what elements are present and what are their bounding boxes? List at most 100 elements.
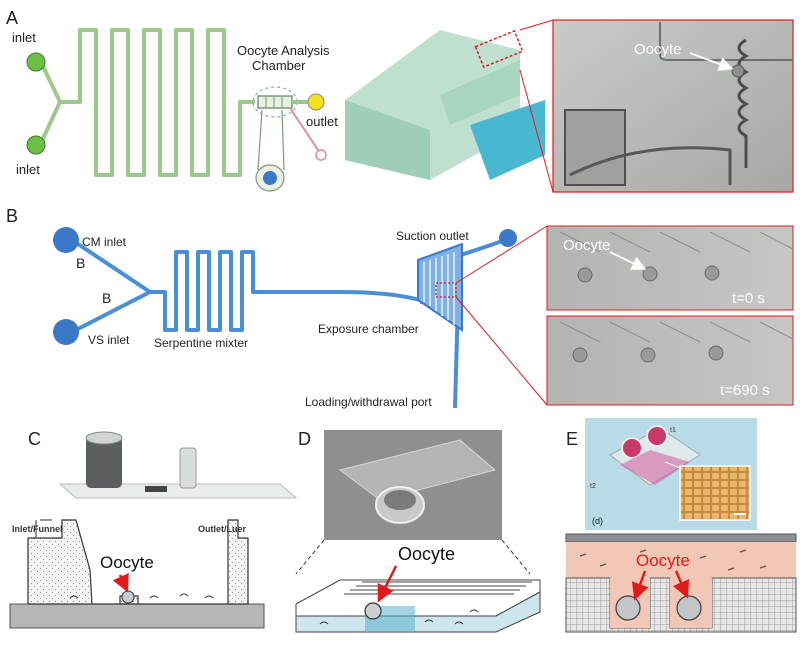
exposure-chamber xyxy=(417,242,463,332)
chamber-label-line1: Oocyte Analysis xyxy=(237,43,330,58)
chamber-label-line2: Chamber xyxy=(252,58,306,73)
micrograph-a-block xyxy=(564,109,626,186)
serpentine-mixer xyxy=(150,250,421,332)
device-photo-d-well-inner xyxy=(384,490,416,510)
chip-3d-blue-block xyxy=(470,100,545,180)
zoom-region-b xyxy=(435,282,457,298)
panel-b: B CM inlet B B VS inlet Serpentine mixte… xyxy=(6,206,794,409)
device-photo-c xyxy=(58,431,298,499)
micrograph-b-bottom-oocyte-1 xyxy=(572,347,588,363)
serpentine-label: Serpentine mixter xyxy=(154,336,248,350)
micrograph-b-arrow xyxy=(609,251,647,270)
micrograph-b-top-oocyte-1 xyxy=(577,267,593,283)
panel-label-c: C xyxy=(28,429,41,449)
waste-channel xyxy=(289,107,319,151)
zoom-line-b2 xyxy=(455,296,548,406)
cross-section-e xyxy=(565,533,797,633)
zoom-line-d1 xyxy=(295,539,325,575)
panel-c: C Inlet/Funnel Outlet/Luer Oocyte xyxy=(9,429,298,629)
micrograph-b-bottom: t=690 s xyxy=(546,315,794,406)
cross-section-d-base xyxy=(295,591,541,633)
outlet-luer-label: Outlet/Luer xyxy=(198,524,246,534)
device-photo-e-medium xyxy=(620,450,690,485)
micrograph-a-curve xyxy=(569,146,732,185)
exposure-chamber-body xyxy=(417,242,463,332)
micrograph-b-bottom-oocyte-3 xyxy=(708,345,724,361)
cm-inlet-channel xyxy=(70,238,152,294)
panel-e: E t1 t2 (d) Oocyte xyxy=(565,418,797,633)
cross-section-c-body xyxy=(27,519,249,605)
micrograph-a-label: Oocyte xyxy=(634,41,682,58)
panel-label-b: B xyxy=(6,206,18,226)
zoom-line-b1 xyxy=(455,225,548,284)
device-photo-e-inset-line xyxy=(664,461,681,469)
panel-label-e: E xyxy=(566,429,578,449)
sperm-marks-e xyxy=(579,549,767,571)
micrograph-a-arrow xyxy=(689,52,734,71)
chip-3d-step xyxy=(440,60,520,125)
device-photo-c-funnel xyxy=(86,436,122,488)
arrow-d xyxy=(377,565,398,603)
vs-inlet-port xyxy=(53,319,79,345)
sperm-marks-c xyxy=(69,593,214,599)
micrograph-b-top: Oocyte t=0 s xyxy=(546,225,794,311)
device-photo-e-inset xyxy=(679,465,751,521)
cross-section-d-oocyte xyxy=(364,602,382,620)
panel-a: A inlet inlet outlet Oocyte Analysis Cha… xyxy=(6,8,794,193)
micrograph-a-wall-top xyxy=(659,22,793,61)
cross-section-d-top xyxy=(295,579,541,617)
micrograph-b-top-oocyte-2 xyxy=(642,266,658,282)
cross-section-c: Inlet/Funnel Outlet/Luer Oocyte xyxy=(9,519,265,629)
cm-inlet-label: CM inlet xyxy=(82,235,127,249)
loading-port-blue xyxy=(263,171,277,185)
arrow-e2 xyxy=(672,570,690,599)
time-top-label: t=0 s xyxy=(732,290,765,307)
inlet-top-port xyxy=(26,52,46,72)
inlet-funnel-label: Inlet/Funnel xyxy=(12,524,63,534)
panel-d: D Oocyte xyxy=(295,429,541,633)
loading-funnel xyxy=(257,109,285,171)
cm-inlet-port xyxy=(53,227,79,253)
outlet-port xyxy=(307,93,325,111)
suction-outlet-label: Suction outlet xyxy=(396,229,469,243)
time-bottom-label: t=690 s xyxy=(720,382,770,399)
micrograph-b-bottom-ridges xyxy=(559,321,794,343)
cross-section-d xyxy=(295,579,541,633)
outlet-label: outlet xyxy=(306,114,338,129)
micrograph-b-label: Oocyte xyxy=(563,237,611,254)
inlet-top-label: inlet xyxy=(12,30,36,45)
chip-3d-render xyxy=(345,19,554,193)
cross-section-e-lid xyxy=(565,533,797,543)
chamber-traps xyxy=(265,96,283,108)
zoom-line-a2 xyxy=(519,69,554,193)
micrograph-a-traps xyxy=(737,38,750,168)
zoom-line-d2 xyxy=(501,539,531,575)
micrograph-b-top-oocyte-3 xyxy=(704,265,720,281)
device-photo-d xyxy=(324,430,502,540)
photo-label-2: t2 xyxy=(590,483,596,490)
inset-label: (d) xyxy=(592,516,603,526)
cross-section-e-oocyte-1 xyxy=(615,595,641,621)
cross-section-e-oocyte-2 xyxy=(676,595,702,621)
device-photo-d-chip xyxy=(338,439,497,501)
device-photo-c-luer xyxy=(179,447,197,489)
oocyte-label-e: Oocyte xyxy=(636,551,690,570)
oocyte-label-c: Oocyte xyxy=(100,553,154,572)
panel-label-d: D xyxy=(298,429,311,449)
sperm-marks-d xyxy=(319,609,479,625)
loading-port-label: Loading/withdrawal port xyxy=(305,395,432,409)
chip-3d-side xyxy=(345,100,430,180)
inlet-bottom-port xyxy=(26,135,46,155)
arrow-c xyxy=(112,572,129,593)
exposure-chamber-label: Exposure chamber xyxy=(318,322,419,336)
inlet-bottom-label: inlet xyxy=(16,162,40,177)
micrograph-b-bottom-frame xyxy=(546,315,794,406)
device-photo-e-well-1 xyxy=(621,437,643,459)
micrograph-b-bottom-oocyte-2 xyxy=(640,347,656,363)
photo-label-1: t1 xyxy=(670,427,676,434)
branch-upper-label: B xyxy=(76,255,85,271)
micrograph-b-top-frame xyxy=(546,225,794,311)
cross-section-c-base xyxy=(9,603,265,629)
oocyte-label-d: Oocyte xyxy=(398,544,455,564)
